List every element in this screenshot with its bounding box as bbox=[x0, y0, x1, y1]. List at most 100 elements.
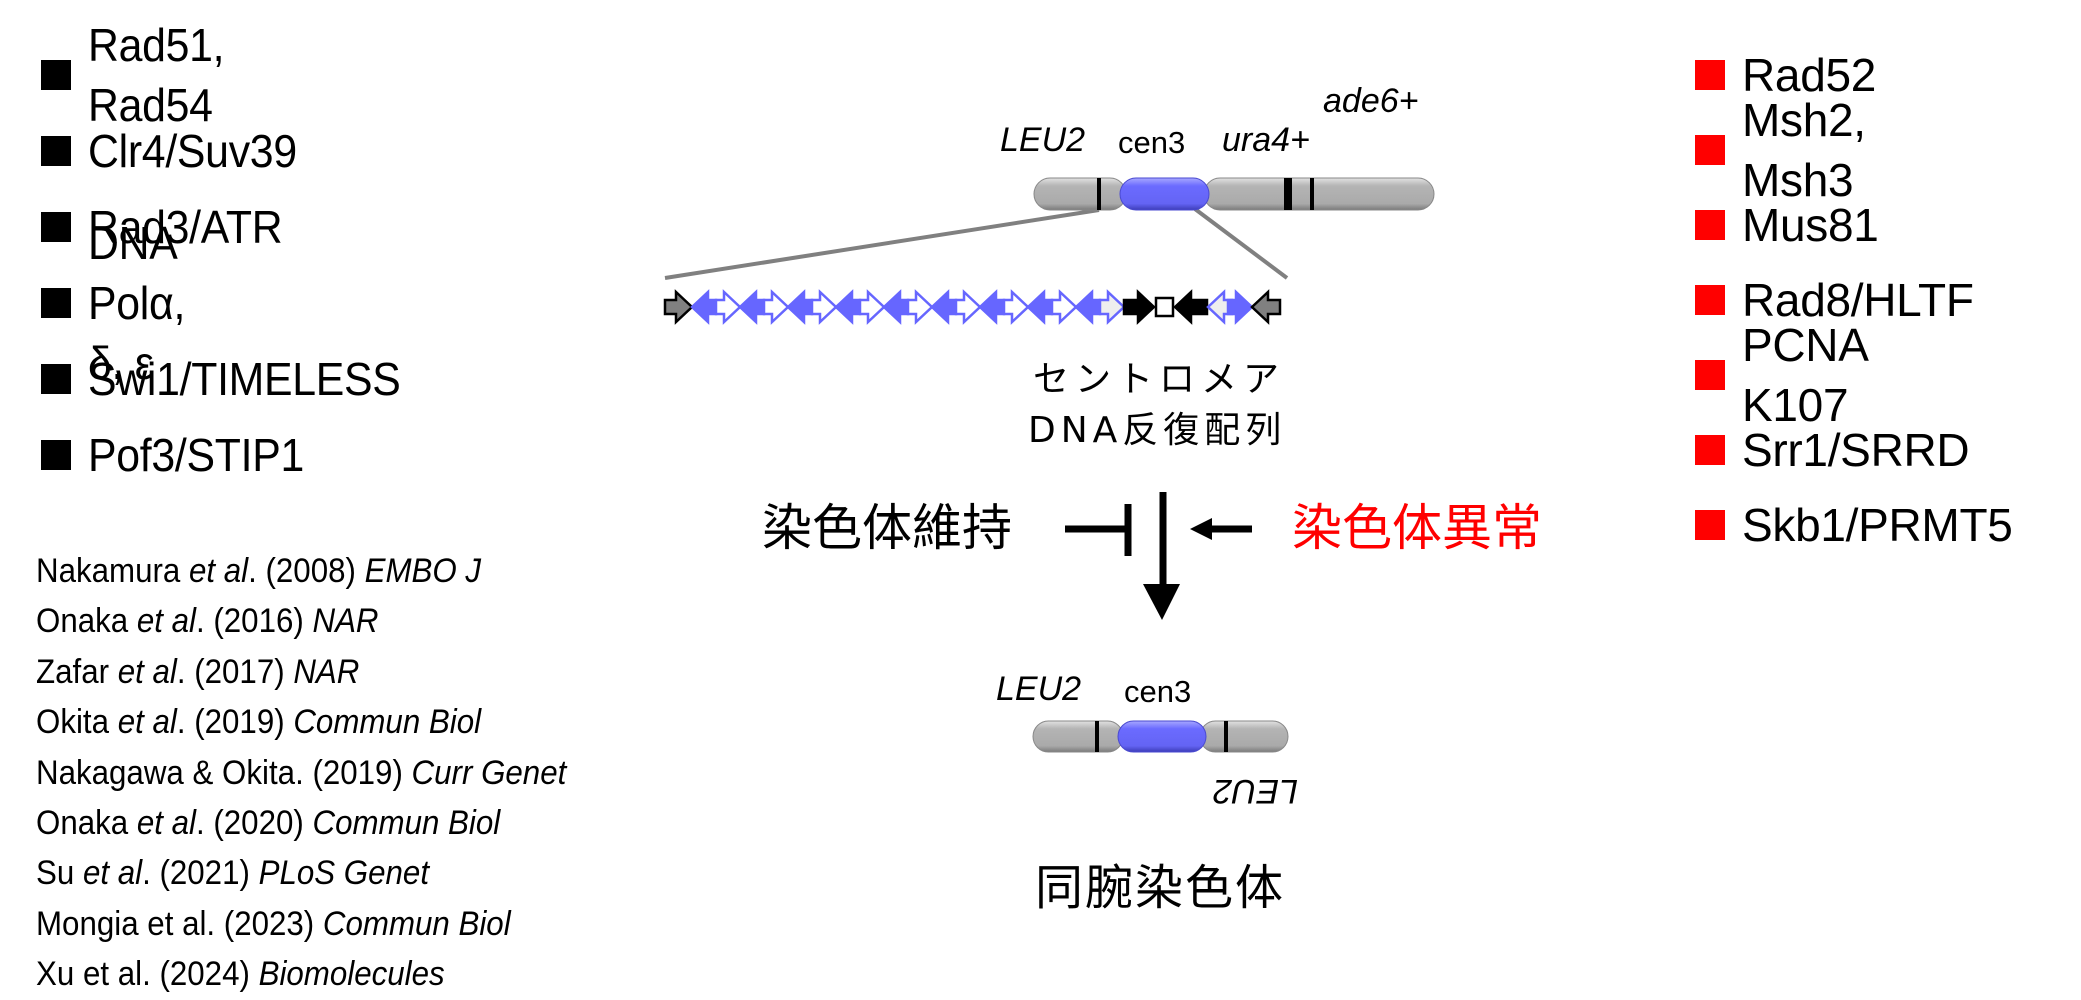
factor-item: Swi1/TIMELESS bbox=[41, 349, 424, 409]
reference-item: Onaka et al. (2020) Commun Biol bbox=[36, 798, 566, 848]
repeat-arrow-left-icon bbox=[1074, 289, 1102, 325]
reference-authors: Mongia bbox=[36, 904, 148, 943]
repeat-arrow-right-icon bbox=[1002, 289, 1030, 325]
reference-etal: et al bbox=[82, 854, 143, 893]
centromere-cen3 bbox=[1119, 177, 1210, 211]
repeat-arrow-left-icon bbox=[786, 289, 814, 325]
black-square-bullet-icon bbox=[41, 212, 71, 242]
reference-etal: et al bbox=[147, 904, 207, 943]
reference-journal: PLoS Genet bbox=[258, 854, 430, 893]
repeat-arrow-right-icon bbox=[954, 289, 982, 325]
zoom-line-right bbox=[1193, 207, 1289, 280]
reference-etal: et al bbox=[188, 552, 249, 590]
promotion-arrow-head-icon bbox=[1190, 518, 1212, 540]
reference-item: Mongia et al. (2023) Commun Biol bbox=[36, 899, 566, 949]
inner-repeat-arrow-left-icon bbox=[1173, 289, 1209, 325]
isochromosome-diagram bbox=[1032, 720, 1289, 753]
reference-year: . (2021) bbox=[142, 854, 259, 893]
repeat-arrow-right-icon bbox=[810, 289, 838, 325]
reference-year: . (2023) bbox=[206, 904, 323, 943]
repeat-arrow-left-icon bbox=[882, 289, 910, 325]
factor-item: Msh2, Msh3 bbox=[1695, 94, 1866, 206]
factor-item: Srr1/SRRD bbox=[1695, 420, 1970, 480]
factor-label: Clr4/Suv39 bbox=[88, 125, 297, 177]
reference-item: Nakagawa & Okita. (2019) Curr Genet bbox=[36, 748, 566, 798]
isochromosome-left-arm bbox=[1032, 720, 1124, 753]
red-square-bullet-icon bbox=[1695, 360, 1725, 390]
reference-journal: Commun Biol bbox=[293, 703, 482, 742]
factor-label: Rad8/HLTF bbox=[1742, 274, 1974, 326]
ade6-marker-band bbox=[1310, 178, 1314, 210]
red-square-bullet-icon bbox=[1695, 135, 1725, 165]
factor-label: Pof3/STIP1 bbox=[88, 429, 304, 481]
pathway-arrows bbox=[1065, 492, 1252, 620]
repeat-arrow-left-icon bbox=[978, 289, 1006, 325]
chromosome-right-arm bbox=[1203, 177, 1435, 211]
reference-year: . (2019) bbox=[176, 703, 294, 742]
factor-label: DNA Polα, δ, ε bbox=[88, 217, 186, 389]
reference-etal: et al bbox=[117, 652, 177, 691]
reference-authors: Xu bbox=[36, 955, 83, 994]
reference-authors: Nakamura bbox=[36, 552, 189, 590]
reference-journal: Commun Biol bbox=[312, 803, 501, 842]
repeat-arrow-left-icon bbox=[690, 289, 718, 325]
centromere-repeat-array bbox=[663, 289, 1282, 325]
outer-repeat-arrow-icon bbox=[663, 289, 694, 325]
reference-authors: Okita bbox=[36, 703, 118, 742]
reference-item: Zafar et al. (2017) NAR bbox=[36, 647, 566, 697]
factor-label: Rad51, Rad54 bbox=[88, 19, 225, 131]
red-square-bullet-icon bbox=[1695, 210, 1725, 240]
factor-item: Pof3/STIP1 bbox=[41, 425, 320, 485]
black-square-bullet-icon bbox=[41, 288, 71, 318]
factor-item: Rad52 bbox=[1695, 45, 1876, 105]
reference-year: . (2019) bbox=[295, 753, 412, 792]
centromere-caption: セントロメア bbox=[1033, 359, 1286, 400]
chromosome-left-arm bbox=[1033, 177, 1127, 211]
reference-item: Xu et al. (2024) Biomolecules bbox=[36, 949, 566, 999]
reference-journal: Biomolecules bbox=[258, 955, 445, 994]
repeat-arrow-right-icon bbox=[762, 289, 790, 325]
repeat-arrow-left-icon bbox=[1026, 289, 1054, 325]
red-square-bullet-icon bbox=[1695, 285, 1725, 315]
factor-label: Rad3/ATR bbox=[88, 201, 283, 253]
inner-repeat-arrow-right-icon bbox=[1122, 289, 1156, 325]
chromosome-3-diagram bbox=[1033, 177, 1435, 211]
reference-year: . (2024) bbox=[142, 955, 259, 994]
central-core-box-icon bbox=[1154, 296, 1175, 318]
factor-item: Rad8/HLTF bbox=[1695, 270, 1974, 330]
reference-journal: NAR bbox=[293, 652, 360, 691]
reference-authors: Zafar bbox=[36, 652, 118, 691]
reference-journal: NAR bbox=[312, 602, 379, 641]
reference-journal: EMBO J bbox=[364, 552, 482, 590]
reference-etal: et al bbox=[136, 602, 196, 641]
factor-item: Skb1/PRMT5 bbox=[1695, 495, 2013, 555]
gene-label-leu2-top: LEU2 bbox=[996, 670, 1082, 708]
chromosome-aberration-label: 染色体異常 bbox=[1292, 499, 1542, 557]
reference-year: . (2020) bbox=[195, 803, 313, 842]
black-square-bullet-icon bbox=[41, 136, 71, 166]
reference-journal: Curr Genet bbox=[411, 753, 567, 792]
reference-etal: et al bbox=[136, 803, 196, 842]
repeat-arrow-left-icon bbox=[930, 289, 958, 325]
black-square-bullet-icon bbox=[41, 440, 71, 470]
reference-authors: Onaka bbox=[36, 602, 137, 641]
repeat-arrow-right-icon bbox=[1098, 289, 1126, 325]
reference-year: . (2017) bbox=[176, 652, 294, 691]
repeat-arrow-left-icon bbox=[834, 289, 862, 325]
factor-item: Rad51, Rad54 bbox=[41, 19, 235, 131]
repeat-arrow-left-icon bbox=[738, 289, 766, 325]
factor-label: PCNA K107 bbox=[1742, 319, 1867, 431]
reference-authors: Onaka bbox=[36, 803, 137, 842]
gene-label-leu2-inverted: LEU2 bbox=[1213, 772, 1299, 810]
reference-item: Nakamura et al. (2008) EMBO J bbox=[36, 546, 566, 596]
reference-item: Okita et al. (2019) Commun Biol bbox=[36, 697, 566, 747]
reference-item: Onaka et al. (2016) NAR bbox=[36, 596, 566, 646]
leu2-marker-band-right bbox=[1224, 721, 1228, 752]
factor-label: Mus81 bbox=[1742, 199, 1879, 251]
red-square-bullet-icon bbox=[1695, 435, 1725, 465]
isochromosome-right-arm bbox=[1199, 720, 1289, 753]
leu2-marker-band bbox=[1097, 178, 1101, 210]
repeat-arrow-right-icon bbox=[1050, 289, 1078, 325]
